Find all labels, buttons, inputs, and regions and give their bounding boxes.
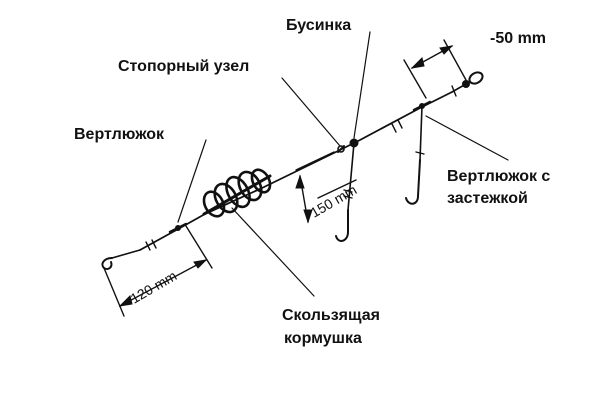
leader-hook-icon [101,239,157,271]
line-end-loop-icon [451,71,484,97]
dropper-dimension: 150 mm [295,151,360,224]
sliding-feeder-label-line2: кормушка [284,330,362,347]
swivel-snap-pointer [425,115,509,161]
leader-length-label: 120 mm [128,267,180,306]
bead-label: Бусинка [286,17,351,34]
stopper-knot-pointer [281,77,341,147]
swivel-snap-label-line2: застежкой [447,190,528,207]
top-dimension: -50 mm [403,30,546,99]
swivel-pointer [177,139,207,223]
dropper-length-label: 150 mm [308,181,360,220]
swivel-icon [168,222,188,234]
sliding-feeder-icon [202,168,272,218]
dropper-hook-icon [335,142,355,242]
stopper-knot-icon [337,145,345,153]
bead-pointer [353,31,371,139]
swivel-snap-icon [391,100,432,205]
stopper-knot-label: Стопорный узел [118,58,249,75]
sliding-feeder-pointer [231,207,315,297]
sliding-feeder-label-line1: Скользящая [282,307,380,324]
swivel-snap-label-line1: Вертлюжок с [447,168,550,185]
top-distance-label: -50 mm [490,30,546,47]
swivel-label: Вертлюжок [74,126,165,143]
